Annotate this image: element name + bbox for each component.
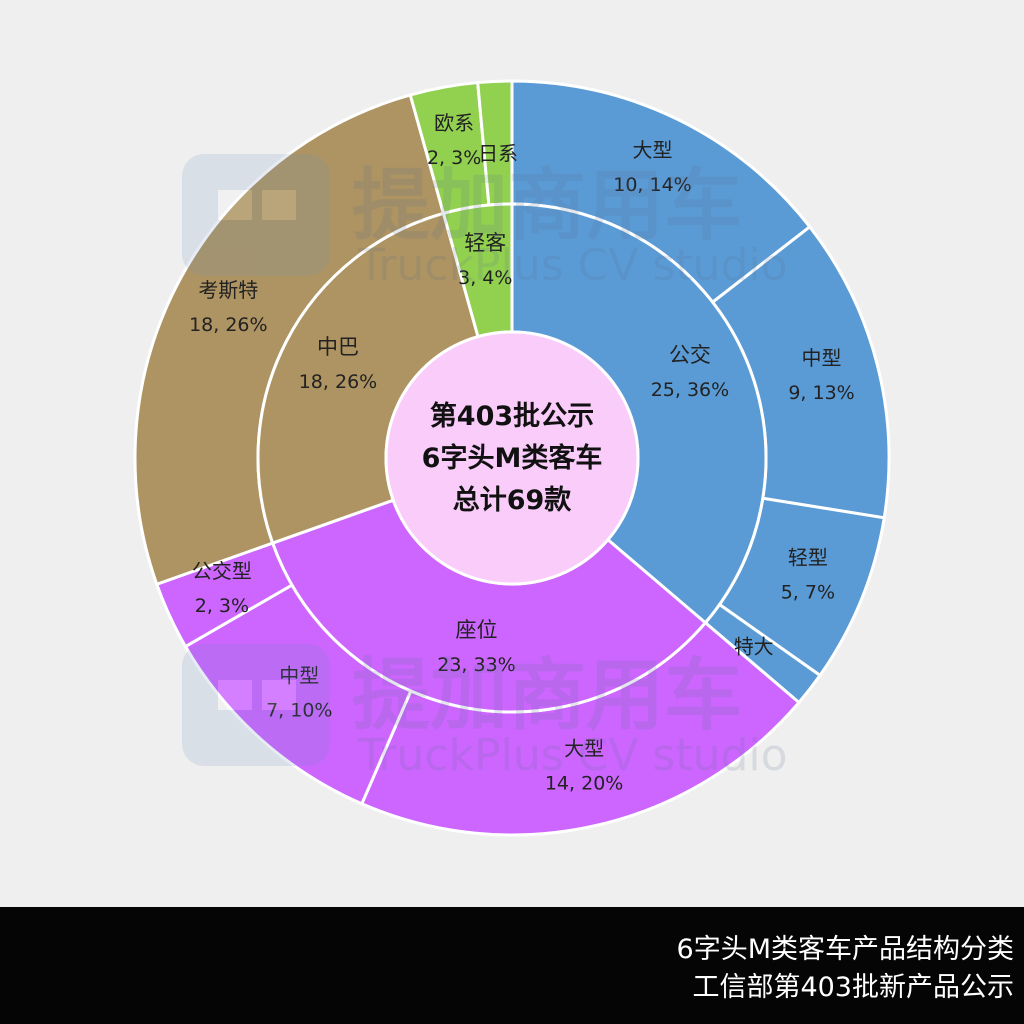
outer-slice-name: 欧系 <box>434 111 474 135</box>
outer-slice-name: 大型 <box>564 736 604 760</box>
outer-ring <box>133 79 891 837</box>
outer-slice-name: 日系 <box>478 141 518 165</box>
outer-slice-name: 公交型 <box>192 559 252 583</box>
watermark-subtext: TruckPlus CV studio <box>357 730 788 781</box>
outer-slice-name: 大型 <box>632 138 672 162</box>
inner-ring <box>256 202 768 714</box>
outer-slice-name: 中型 <box>802 346 842 370</box>
inner-slice-name: 座位 <box>456 618 498 642</box>
outer-slice-value: 10, 14% <box>613 174 692 196</box>
inner-slice-name: 中巴 <box>317 335 359 359</box>
outer-slice-value: 5, 7% <box>781 582 835 604</box>
watermark-text: 提加商用车 <box>352 161 742 251</box>
sunburst-chart: 公交 25, 36% 座位 23, 33% 中巴 18, 26% 轻客 3, 4% 大型 10, … <box>133 79 891 837</box>
center-title-line-1: 第403批公示 <box>430 400 594 432</box>
footer-subtitle: 工信部第403批新产品公示 <box>692 972 1014 1003</box>
outer-slice-name: 轻型 <box>788 546 828 570</box>
inner-slice-value: 23, 33% <box>437 654 516 676</box>
footer-title: 6字头M类客车产品结构分类 <box>676 934 1014 965</box>
outer-slice-value: 14, 20% <box>545 772 624 794</box>
outer-slice-name: 特大 <box>734 635 774 659</box>
center-title-line-3: 总计69款 <box>453 485 573 516</box>
watermark-text: 提加商用车 <box>352 651 742 741</box>
inner-slice-value: 18, 26% <box>299 371 378 393</box>
outer-slice-value: 7, 10% <box>266 699 332 721</box>
outer-slice-value: 9, 13% <box>788 382 854 404</box>
footer-bar: 6字头M类客车产品结构分类 工信部第403批新产品公示 <box>0 907 1024 1024</box>
outer-slice-value: 2, 3% <box>427 147 481 169</box>
outer-slice-value: 2, 3% <box>195 595 249 617</box>
inner-slice-name: 公交 <box>669 343 711 367</box>
watermark-subtext: TruckPlus CV studio <box>357 240 788 291</box>
inner-slice-value: 25, 36% <box>651 379 730 401</box>
outer-slice-name: 考斯特 <box>198 278 258 302</box>
inner-slice-value: 3, 4% <box>458 267 512 289</box>
slice-labels: 公交 25, 36% 座位 23, 33% 中巴 18, 26% 轻客 3, 4% 大型 10, … <box>189 111 855 794</box>
outer-slice-value: 18, 26% <box>189 314 268 336</box>
center-title-line-2: 6字头M类客车 <box>422 442 603 474</box>
center-circle <box>384 330 640 586</box>
outer-slice-name: 中型 <box>279 663 319 687</box>
inner-slice-name: 轻客 <box>464 231 506 255</box>
